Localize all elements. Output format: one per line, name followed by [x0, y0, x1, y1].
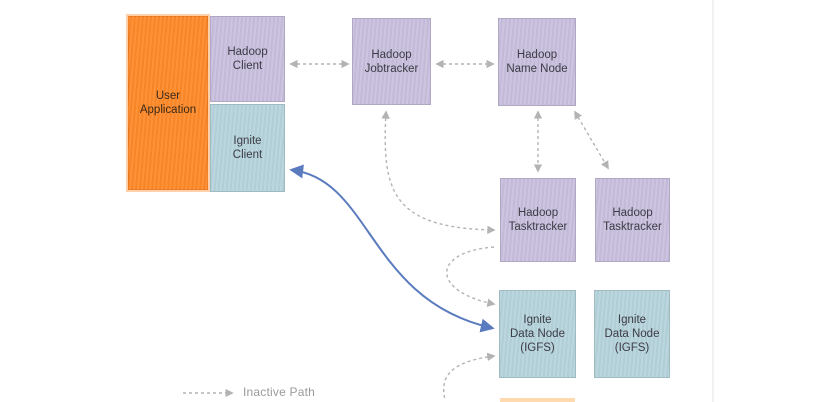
legend-inactive-path-label: Inactive Path — [243, 385, 315, 399]
hadoop-client-node: Hadoop Client — [210, 16, 285, 102]
ignite-client-label: Ignite Client — [232, 135, 263, 161]
ignite-data-node-2-label: Ignite Data Node (IGFS) — [604, 314, 660, 354]
hadoop-tasktracker-2-node: Hadoop Tasktracker — [595, 178, 670, 262]
hadoop-client-label: Hadoop Client — [227, 46, 268, 72]
bottom-orange-edge — [500, 398, 575, 402]
hadoop-name-node: Hadoop Name Node — [498, 18, 576, 106]
hadoop-jobtracker-label: Hadoop Jobtracker — [364, 48, 419, 75]
ignite-data-node-1-label: Ignite Data Node (IGFS) — [510, 314, 565, 354]
hadoop-name-node-label: Hadoop Name Node — [506, 49, 568, 75]
link-namenode-tasktracker2 — [574, 110, 609, 170]
ignite-data-node-1: Ignite Data Node (IGFS) — [499, 290, 576, 378]
link-igniteclient-datanode1-active — [289, 164, 495, 333]
hadoop-tasktracker-2-label: Hadoop Tasktracker — [603, 207, 662, 233]
right-divider — [712, 0, 714, 402]
user-application-label: User Application — [139, 90, 197, 116]
hadoop-tasktracker-1-node: Hadoop Tasktracker — [500, 178, 576, 262]
ignite-data-node-2: Ignite Data Node (IGFS) — [594, 290, 670, 378]
hadoop-jobtracker-node: Hadoop Jobtracker — [352, 18, 431, 105]
ignite-client-node: Ignite Client — [210, 104, 285, 192]
link-jobtracker-tasktracker1 — [381, 110, 496, 235]
link-tasktracker1-datanode1 — [446, 246, 496, 307]
link-datanode1-below — [443, 352, 496, 401]
hadoop-tasktracker-1-label: Hadoop Tasktracker — [508, 207, 568, 233]
user-application-node: User Application — [126, 14, 210, 192]
